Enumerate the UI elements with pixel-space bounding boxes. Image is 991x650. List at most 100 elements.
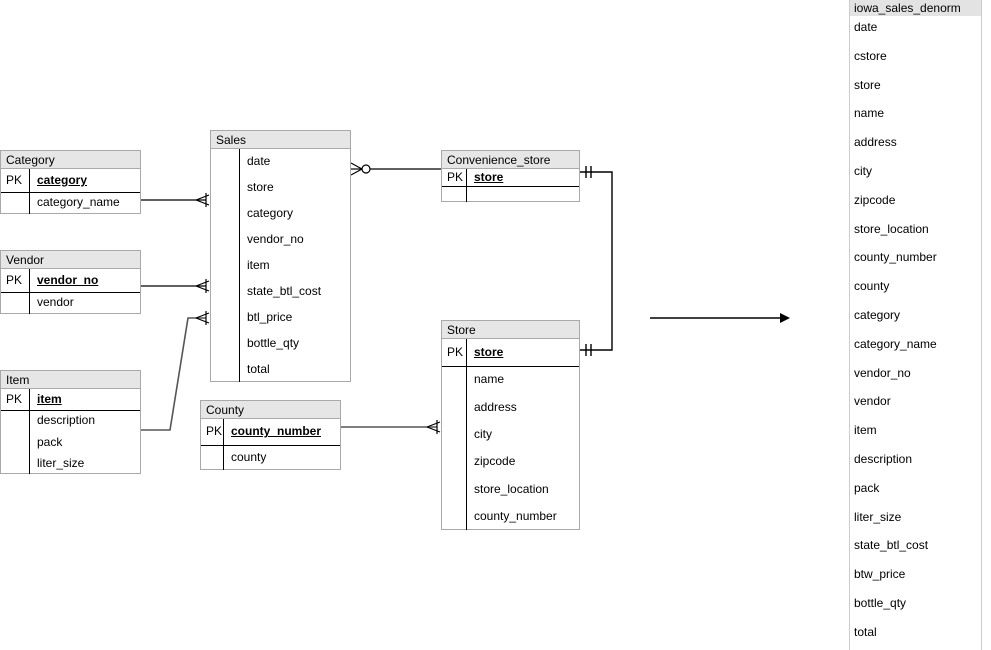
denorm-column-item[interactable]: city — [854, 163, 872, 178]
entity-row[interactable]: vendor_no — [211, 227, 350, 253]
row-field-label: item — [37, 392, 62, 407]
denorm-column-item[interactable]: btw_price — [854, 567, 906, 582]
entity-row[interactable]: PK item — [1, 389, 140, 410]
relationship-county-store — [341, 420, 441, 434]
row-field-label: description — [37, 413, 96, 428]
entity-row[interactable]: item — [211, 253, 350, 279]
primary-key-separator — [1, 410, 140, 412]
entity-row[interactable]: liter_size — [1, 453, 140, 474]
denorm-column-item[interactable]: date — [854, 20, 878, 34]
denorm-column-item[interactable]: vendor — [854, 394, 891, 409]
entity-row[interactable]: category_name — [1, 192, 140, 215]
entity-title-category: Category — [1, 151, 140, 169]
denorm-column-item[interactable]: category — [854, 307, 901, 322]
denorm-column-item[interactable]: vendor_no — [854, 365, 911, 380]
row-key-label: PK — [447, 345, 464, 360]
denorm-column-item[interactable]: store_location — [854, 221, 929, 236]
row-field-label: zipcode — [474, 454, 516, 469]
row-field-label: category — [247, 206, 294, 221]
entity-row[interactable]: pack — [1, 432, 140, 453]
denorm-column-item[interactable]: category_name — [854, 336, 937, 351]
entity-row[interactable]: description — [1, 410, 140, 431]
entity-title-county: County — [201, 401, 340, 419]
row-key-label: PK — [6, 272, 23, 287]
row-field-label: name — [474, 372, 505, 387]
row-field-label: btl_price — [247, 309, 293, 324]
key-column-divider — [466, 339, 467, 530]
row-field-label: liter_size — [37, 455, 85, 470]
denorm-column-item[interactable]: liter_size — [854, 509, 902, 524]
entity-row[interactable]: address — [442, 394, 579, 421]
entity-row[interactable]: PK vendor_no — [1, 269, 140, 292]
row-field-label: vendor_no — [37, 272, 99, 287]
entity-row[interactable]: name — [442, 366, 579, 393]
denorm-column-list: date cstore store name address city zipcode sto… — [850, 16, 981, 650]
entity-row[interactable]: PK county_number — [201, 419, 340, 445]
row-field-label: county_number — [474, 508, 557, 523]
entity-row[interactable]: city — [442, 421, 579, 448]
key-column-divider — [239, 149, 240, 382]
denorm-column-item[interactable]: description — [854, 451, 913, 466]
key-column-divider — [29, 389, 30, 474]
entity-row[interactable]: zipcode — [442, 448, 579, 475]
row-field-label: store — [247, 180, 274, 195]
row-field-label: category_name — [37, 195, 120, 210]
entity-row[interactable]: date — [211, 149, 350, 175]
relationship-item-sales — [141, 311, 210, 431]
entity-title-store: Store — [442, 321, 579, 339]
primary-key-separator — [1, 191, 140, 193]
denorm-column-item[interactable]: state_btl_cost — [854, 538, 929, 553]
denorm-column-item[interactable]: total — [854, 624, 877, 639]
entity-body-item: PK item description pack liter_size — [1, 389, 140, 474]
entity-row[interactable]: total — [211, 356, 350, 382]
entity-title-vendor: Vendor — [1, 251, 140, 269]
row-key-label: PK — [6, 392, 23, 407]
entity-row[interactable]: state_btl_cost — [211, 278, 350, 304]
entity-row[interactable]: store_location — [442, 475, 579, 502]
denorm-column-item[interactable]: cstore — [854, 48, 887, 63]
denorm-column-item[interactable]: county_number — [854, 250, 937, 265]
denorm-column-item[interactable]: address — [854, 135, 897, 150]
entity-row[interactable]: bottle_qty — [211, 330, 350, 356]
denorm-column-item[interactable]: bottle_qty — [854, 595, 907, 610]
entity-row[interactable]: county — [201, 445, 340, 471]
primary-key-separator — [442, 185, 579, 187]
entity-title-item: Item — [1, 371, 140, 389]
entity-row[interactable] — [442, 186, 579, 203]
denorm-column-item[interactable]: store — [854, 77, 881, 92]
denorm-column-item[interactable]: name — [854, 106, 885, 121]
row-key-label: PK — [447, 170, 464, 184]
primary-key-separator — [1, 291, 140, 293]
row-field-label: vendor_no — [247, 232, 304, 247]
entity-row[interactable]: category — [211, 201, 350, 227]
row-key-label: PK — [206, 424, 223, 439]
row-field-label: category — [37, 172, 88, 187]
row-field-label: county_number — [231, 424, 322, 439]
entity-row[interactable]: store — [211, 175, 350, 201]
denorm-column-item[interactable]: county — [854, 279, 890, 294]
entity-row[interactable]: btl_price — [211, 304, 350, 330]
denorm-column-item[interactable]: zipcode — [854, 192, 896, 207]
denorm-column-item[interactable]: item — [854, 423, 877, 438]
entity-row[interactable]: county_number — [442, 503, 579, 530]
entity-row[interactable]: vendor — [1, 292, 140, 315]
row-field-label: county — [231, 449, 267, 464]
denorm-column-item[interactable]: pack — [854, 480, 880, 495]
relationship-category-sales — [141, 193, 210, 207]
row-field-label: bottle_qty — [247, 335, 300, 350]
